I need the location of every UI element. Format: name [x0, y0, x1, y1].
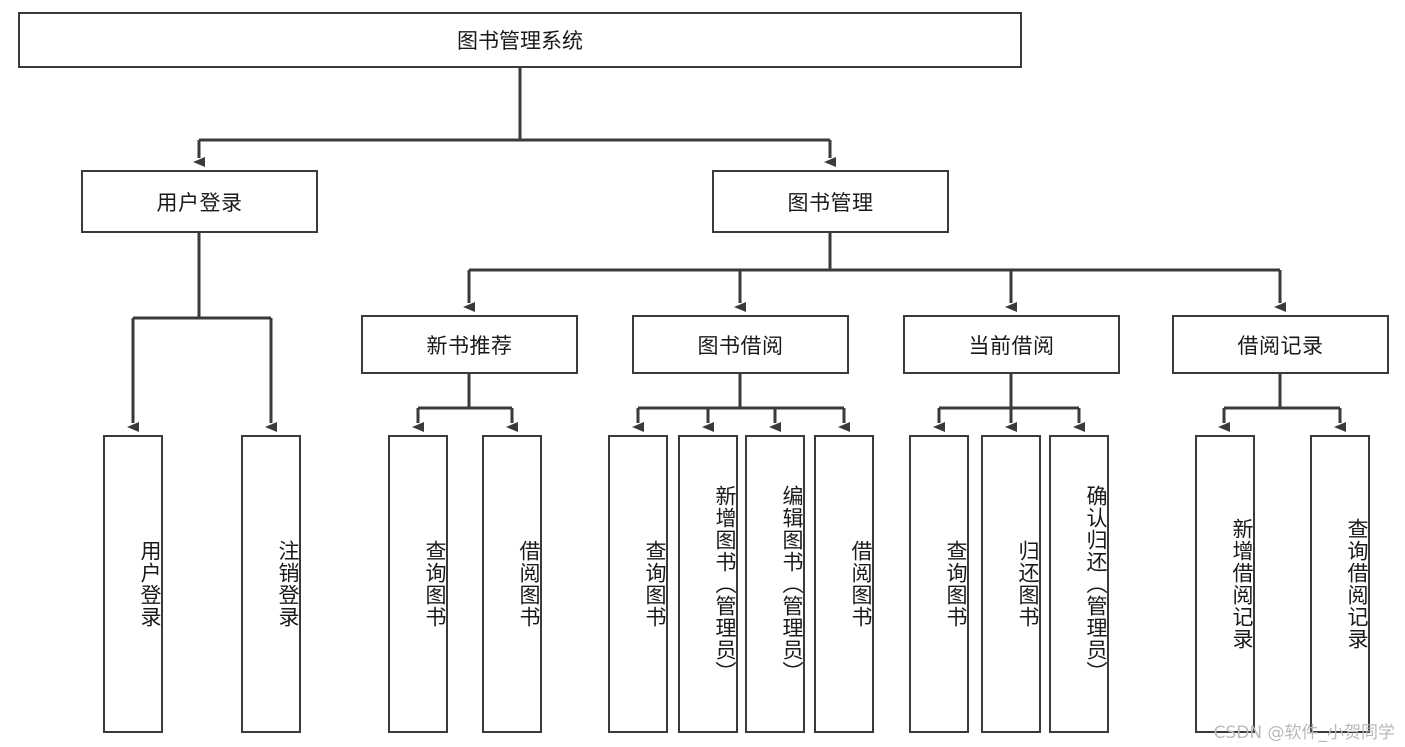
leaf-user-login-logout[interactable]: 注销登录: [241, 435, 301, 733]
node-label: 图书管理系统: [457, 29, 583, 53]
leaf-book-borrow-edit-book-admin[interactable]: 编辑图书（管理员）: [745, 435, 805, 733]
node-label: 用户登录: [138, 540, 162, 628]
leaf-book-borrow-add-book-admin[interactable]: 新增图书（管理员）: [678, 435, 738, 733]
watermark-text: CSDN @软件_小贺同学: [1213, 723, 1395, 743]
node-label: 借阅记录: [1237, 333, 1324, 358]
leaf-book-borrow-query-book[interactable]: 查询图书: [608, 435, 668, 733]
leaf-book-borrow-borrow-book[interactable]: 借阅图书: [814, 435, 874, 733]
node-label: 查询图书: [643, 540, 667, 628]
node-user-login[interactable]: 用户登录: [81, 170, 318, 233]
node-label: 注销登录: [276, 540, 300, 628]
node-label: 新增借阅记录: [1230, 518, 1254, 650]
node-label: 确认归还（管理员）: [1084, 485, 1108, 683]
node-label: 归还图书: [1016, 540, 1040, 628]
node-book-management[interactable]: 图书管理: [712, 170, 949, 233]
node-label: 当前借阅: [968, 333, 1055, 358]
node-borrow-record[interactable]: 借阅记录: [1172, 315, 1389, 374]
leaf-current-borrow-confirm-return-admin[interactable]: 确认归还（管理员）: [1049, 435, 1109, 733]
leaf-new-book-query-book[interactable]: 查询图书: [388, 435, 448, 733]
node-label: 查询图书: [423, 540, 447, 628]
node-label: 查询借阅记录: [1345, 518, 1369, 650]
leaf-borrow-record-add-record[interactable]: 新增借阅记录: [1195, 435, 1255, 733]
node-root-book-management-system[interactable]: 图书管理系统: [18, 12, 1022, 68]
node-label: 新书推荐: [426, 333, 513, 358]
node-label: 借阅图书: [517, 540, 541, 628]
node-label: 图书借阅: [697, 333, 784, 358]
node-new-book-recommend[interactable]: 新书推荐: [361, 315, 578, 374]
node-book-borrow[interactable]: 图书借阅: [632, 315, 849, 374]
leaf-current-borrow-query-book[interactable]: 查询图书: [909, 435, 969, 733]
node-label: 用户登录: [156, 190, 243, 215]
leaf-borrow-record-query-record[interactable]: 查询借阅记录: [1310, 435, 1370, 733]
leaf-current-borrow-return-book[interactable]: 归还图书: [981, 435, 1041, 733]
node-label: 编辑图书（管理员）: [780, 485, 804, 683]
node-current-borrow[interactable]: 当前借阅: [903, 315, 1120, 374]
node-label: 借阅图书: [849, 540, 873, 628]
node-label: 查询图书: [944, 540, 968, 628]
node-label: 新增图书（管理员）: [713, 485, 737, 683]
leaf-user-login-login[interactable]: 用户登录: [103, 435, 163, 733]
node-label: 图书管理: [787, 190, 874, 215]
leaf-new-book-borrow-book[interactable]: 借阅图书: [482, 435, 542, 733]
